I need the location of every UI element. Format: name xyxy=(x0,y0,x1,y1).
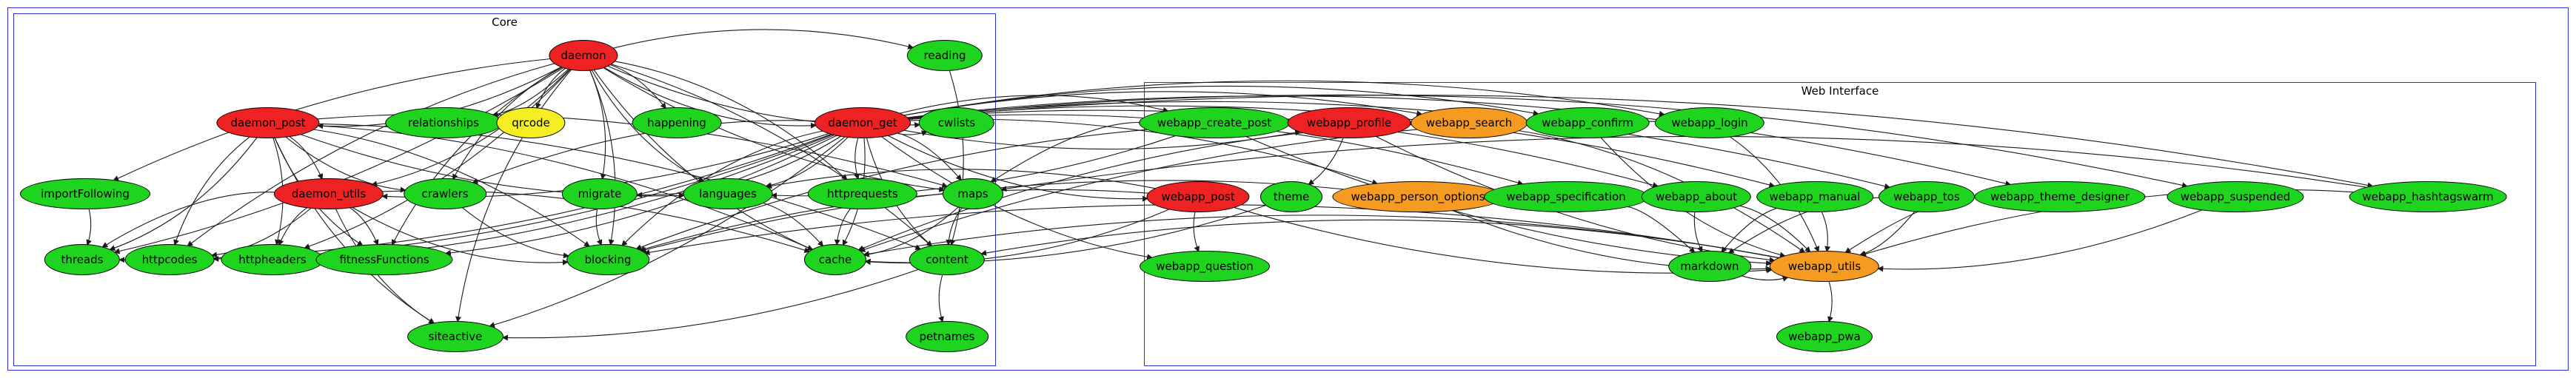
graph-node-languages: languages xyxy=(683,178,773,209)
graph-node-daemon_utils: daemon_utils xyxy=(273,178,384,209)
graph-node-daemon_post: daemon_post xyxy=(216,107,320,138)
graph-node-maps: maps xyxy=(943,178,1003,209)
graph-node-cache: cache xyxy=(804,244,866,275)
graph-node-blocking: blocking xyxy=(566,244,649,275)
graph-node-relationships: relationships xyxy=(385,107,502,138)
graph-node-webapp_manual: webapp_manual xyxy=(1756,181,1873,212)
graph-outer-border xyxy=(7,7,2569,371)
graph-node-webapp_login: webapp_login xyxy=(1654,107,1765,138)
graph-node-webapp_search: webapp_search xyxy=(1411,107,1528,138)
graph-node-migrate: migrate xyxy=(561,178,638,209)
graph-node-markdown: markdown xyxy=(1668,251,1751,282)
graph-node-webapp_suspended: webapp_suspended xyxy=(2167,181,2304,212)
graph-node-qrcode: qrcode xyxy=(496,107,566,138)
graph-node-cwlists: cwlists xyxy=(918,107,995,138)
cluster-web-interface-label: Web Interface xyxy=(1801,84,1879,98)
graph-node-webapp_about: webapp_about xyxy=(1641,181,1752,212)
graph-node-crawlers: crawlers xyxy=(404,178,486,209)
graph-node-webapp_tos: webapp_tos xyxy=(1879,181,1975,212)
graph-node-webapp_confirm: webapp_confirm xyxy=(1525,107,1650,138)
graph-node-siteactive: siteactive xyxy=(407,321,504,352)
graph-node-webapp_post: webapp_post xyxy=(1146,181,1250,212)
graph-node-httprequests: httprequests xyxy=(807,178,918,209)
graph-node-content: content xyxy=(909,244,986,275)
graph-node-webapp_hashtagswarm: webapp_hashtagswarm xyxy=(2349,181,2507,212)
graph-node-httpheaders: httpheaders xyxy=(221,244,324,275)
graph-node-theme: theme xyxy=(1260,181,1322,212)
graph-node-webapp_person_options: webapp_person_options xyxy=(1332,181,1504,212)
graph-node-webapp_utils: webapp_utils xyxy=(1769,251,1880,282)
graph-node-httpcodes: httpcodes xyxy=(124,244,215,275)
graph-node-petnames: petnames xyxy=(906,321,988,352)
graph-node-webapp_specification: webapp_specification xyxy=(1484,181,1648,212)
graph-node-importFollowing: importFollowing xyxy=(20,178,150,209)
cluster-core-label: Core xyxy=(492,16,518,29)
graph-node-webapp_theme_designer: webapp_theme_designer xyxy=(1974,181,2146,212)
graph-node-webapp_pwa: webapp_pwa xyxy=(1776,321,1873,352)
graph-node-happening: happening xyxy=(632,107,722,138)
graph-node-webapp_create_post: webapp_create_post xyxy=(1139,107,1290,138)
graph-node-reading: reading xyxy=(906,40,983,71)
graph-node-webapp_profile: webapp_profile xyxy=(1287,107,1411,138)
graph-node-fitnessFunctions: fitnessFunctions xyxy=(315,244,453,275)
graph-node-webapp_question: webapp_question xyxy=(1140,251,1270,282)
graph-node-daemon: daemon xyxy=(549,40,618,71)
graph-node-threads: threads xyxy=(44,244,121,275)
graph-node-daemon_get: daemon_get xyxy=(814,107,911,138)
